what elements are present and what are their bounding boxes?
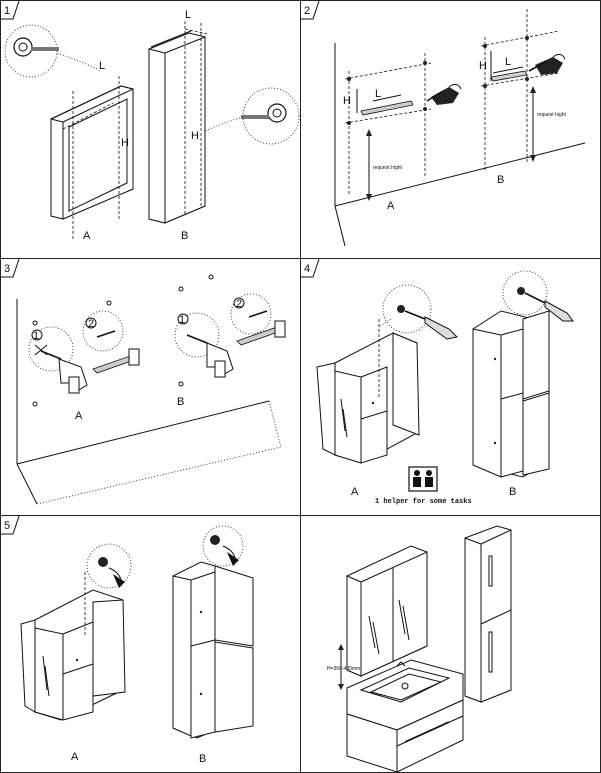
tape-measure-icon (4, 24, 102, 78)
helper-caption: 1 helper for some tasks (375, 498, 472, 506)
pencil-hand-icon (528, 53, 566, 75)
step-1-marker-b: 1 (179, 314, 185, 326)
step-5-drawing: 5 A (1, 516, 254, 765)
label-a: A (83, 230, 91, 242)
label-b: B (509, 486, 516, 498)
label-b: B (497, 174, 504, 186)
tall-cabinet-b (148, 21, 208, 224)
step-2-number: 2 (304, 5, 310, 17)
step-4-number: 4 (304, 263, 310, 275)
tall-cabinet-open-b (472, 310, 550, 478)
mirror-cabinet-open-a (20, 572, 126, 721)
tape-measure-icon (204, 87, 300, 145)
marking-lines-b (480, 9, 560, 171)
label-a: A (387, 200, 395, 212)
step-2-marker-b: 2 (236, 298, 242, 310)
label-a: A (71, 751, 79, 763)
step-4-drawing: 4 A (301, 259, 574, 506)
height-note: H=360-480mm (327, 666, 360, 672)
two-helpers-icon (408, 466, 438, 492)
mirror-cabinet-a (50, 76, 134, 241)
step-1-number: 1 (4, 5, 10, 17)
step-2-tag (301, 1, 320, 20)
height-dimension (338, 644, 344, 690)
dim-h-b: H (479, 60, 487, 72)
vanity-with-basin (346, 659, 464, 772)
step-1-marker-a: 1 (33, 330, 39, 342)
note-request-height-b: request hight (537, 112, 567, 118)
bracket-step-2-a (82, 310, 140, 374)
dim-h-a: H (343, 95, 351, 107)
step-panel-4: 4 A (300, 258, 601, 516)
step-3-tag (1, 259, 20, 278)
final-assembly-panel: H=360-480mm (300, 515, 601, 773)
hinge-detail-a (86, 543, 132, 589)
label-a: A (351, 486, 359, 498)
dim-h-b: H (191, 130, 199, 142)
label-a: A (75, 410, 83, 422)
step-1-drawing: 1 H A L (1, 1, 300, 242)
step-panel-2: 2 (300, 0, 601, 259)
note-request-height-a: request hight (373, 165, 403, 171)
dim-l-b: L (505, 56, 511, 68)
pencil-hand-icon (426, 83, 462, 105)
step-5-tag (1, 516, 20, 535)
dim-h-a: H (121, 137, 129, 149)
marking-lines-a (344, 53, 432, 201)
tall-cabinet-open-b (172, 561, 254, 739)
screw-detail-b (502, 270, 574, 322)
label-b: B (177, 396, 184, 408)
label-b: B (181, 230, 188, 242)
mirror-cabinet-open-a (316, 319, 420, 464)
tall-cabinet-closed (464, 525, 512, 703)
dim-l-a: L (375, 88, 381, 100)
drill-step-1-b (174, 312, 234, 378)
dim-l-b: L (185, 9, 191, 21)
step-5-number: 5 (4, 520, 10, 532)
step-3-drawing: 3 (1, 259, 286, 505)
final-assembly-drawing: H=360-480mm (327, 525, 512, 772)
hinge-detail-b (202, 525, 244, 567)
screw-detail-a (378, 284, 459, 340)
label-b: B (199, 753, 206, 765)
wall-outline (16, 299, 282, 505)
drill-step-1-a (28, 326, 88, 394)
drill-holes (32, 274, 214, 407)
mirror-cabinet-closed (346, 545, 428, 677)
wall-outline (334, 43, 586, 247)
bracket-step-2-b (230, 293, 286, 346)
step-1-tag (1, 1, 20, 20)
step-3-number: 3 (4, 263, 10, 275)
step-panel-1: 1 H A L (0, 0, 301, 259)
dim-l-a: L (99, 60, 105, 72)
step-2-drawing: 2 (301, 1, 586, 247)
step-panel-5: 5 A (0, 515, 301, 773)
step-2-marker-a: 2 (88, 318, 94, 330)
step-4-tag (301, 259, 320, 278)
step-panel-3: 3 (0, 258, 301, 516)
